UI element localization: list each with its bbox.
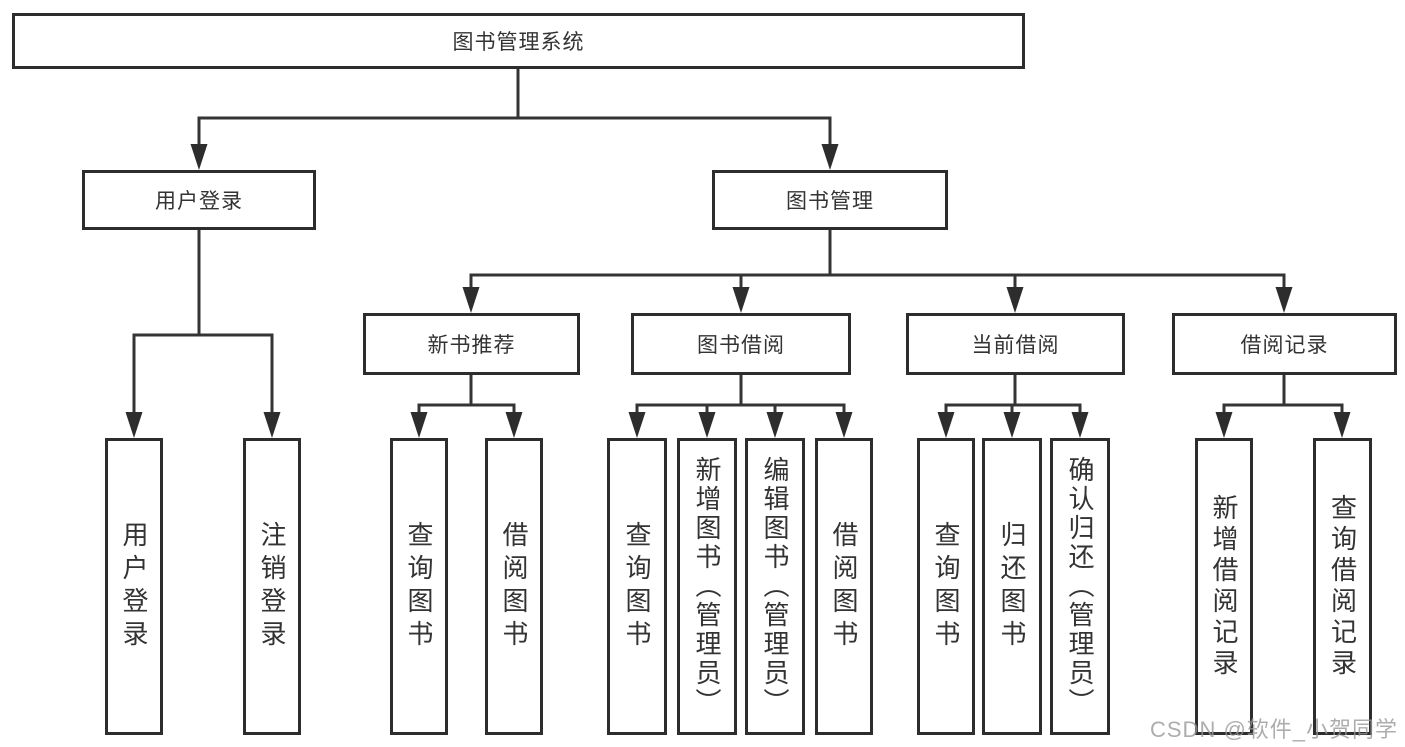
- leaf-query-books-current: 查询图书: [917, 438, 975, 735]
- arrow-down-icon: [766, 412, 784, 438]
- arrow-down-icon: [821, 144, 839, 170]
- arrow-down-icon: [1003, 412, 1021, 438]
- leaf-edit-book-admin: 编辑图书（管理员）: [745, 438, 805, 735]
- node-label: 用户登录: [155, 190, 243, 213]
- node-label: 图书管理系统: [452, 31, 585, 54]
- arrow-down-icon: [698, 412, 716, 438]
- node-label: 新书推荐: [427, 334, 516, 357]
- node-book-management: 图书管理: [712, 170, 948, 230]
- node-label: 归还图书: [997, 520, 1027, 653]
- node-label: 借阅图书: [829, 520, 859, 653]
- leaf-user-login: 用户登录: [105, 438, 163, 735]
- leaf-confirm-return-admin: 确认归还（管理员）: [1050, 438, 1110, 735]
- leaf-logout: 注销登录: [243, 438, 301, 735]
- arrow-down-icon: [937, 412, 955, 438]
- leaf-query-borrow-record: 查询借阅记录: [1313, 438, 1372, 735]
- arrowhead-icons: [125, 144, 1351, 438]
- node-label: 新增借阅记录: [1209, 493, 1239, 680]
- node-borrowing-records: 借阅记录: [1172, 313, 1397, 375]
- arrow-down-icon: [1333, 412, 1351, 438]
- leaf-query-books-recommend: 查询图书: [390, 438, 448, 735]
- node-label: 借阅图书: [499, 520, 529, 653]
- leaf-add-borrow-record: 新增借阅记录: [1195, 438, 1253, 735]
- leaf-return-books: 归还图书: [982, 438, 1042, 735]
- leaf-borrow-books-recommend: 借阅图书: [485, 438, 543, 735]
- arrow-down-icon: [462, 287, 480, 313]
- node-label: 查询图书: [404, 520, 434, 653]
- node-user-login-group: 用户登录: [82, 170, 316, 230]
- arrow-down-icon: [1215, 412, 1233, 438]
- node-label: 查询图书: [622, 520, 652, 653]
- node-label: 图书管理: [786, 190, 874, 213]
- node-label: 注销登录: [257, 520, 287, 653]
- node-label: 编辑图书（管理员）: [760, 456, 790, 717]
- watermark: CSDN @软件_小贺同学: [1150, 717, 1399, 742]
- node-label: 借阅记录: [1240, 334, 1329, 357]
- leaf-query-books-borrow: 查询图书: [607, 438, 667, 735]
- node-new-book-recommend: 新书推荐: [363, 313, 580, 375]
- connector-path: [132, 67, 1344, 420]
- node-label: 新增图书（管理员）: [692, 456, 722, 717]
- node-label: 用户登录: [119, 520, 149, 653]
- leaf-add-book-admin: 新增图书（管理员）: [677, 438, 737, 735]
- leaf-borrow-books: 借阅图书: [815, 438, 873, 735]
- arrow-down-icon: [732, 287, 750, 313]
- arrow-down-icon: [410, 412, 428, 438]
- node-label: 查询图书: [931, 520, 961, 653]
- arrow-down-icon: [263, 412, 281, 438]
- arrow-down-icon: [1275, 287, 1293, 313]
- node-label: 确认归还（管理员）: [1065, 456, 1095, 717]
- arrow-down-icon: [628, 412, 646, 438]
- node-current-borrowing: 当前借阅: [906, 313, 1125, 375]
- node-library-management-system: 图书管理系统: [12, 13, 1025, 69]
- node-label: 当前借阅: [971, 334, 1060, 357]
- arrow-down-icon: [1071, 412, 1089, 438]
- arrow-down-icon: [125, 412, 143, 438]
- node-label: 图书借阅: [697, 334, 785, 357]
- arrow-down-icon: [190, 144, 208, 170]
- node-label: 查询借阅记录: [1327, 493, 1358, 680]
- arrow-down-icon: [835, 412, 853, 438]
- arrow-down-icon: [505, 412, 523, 438]
- node-book-borrowing: 图书借阅: [631, 313, 851, 375]
- arrow-down-icon: [1006, 287, 1024, 313]
